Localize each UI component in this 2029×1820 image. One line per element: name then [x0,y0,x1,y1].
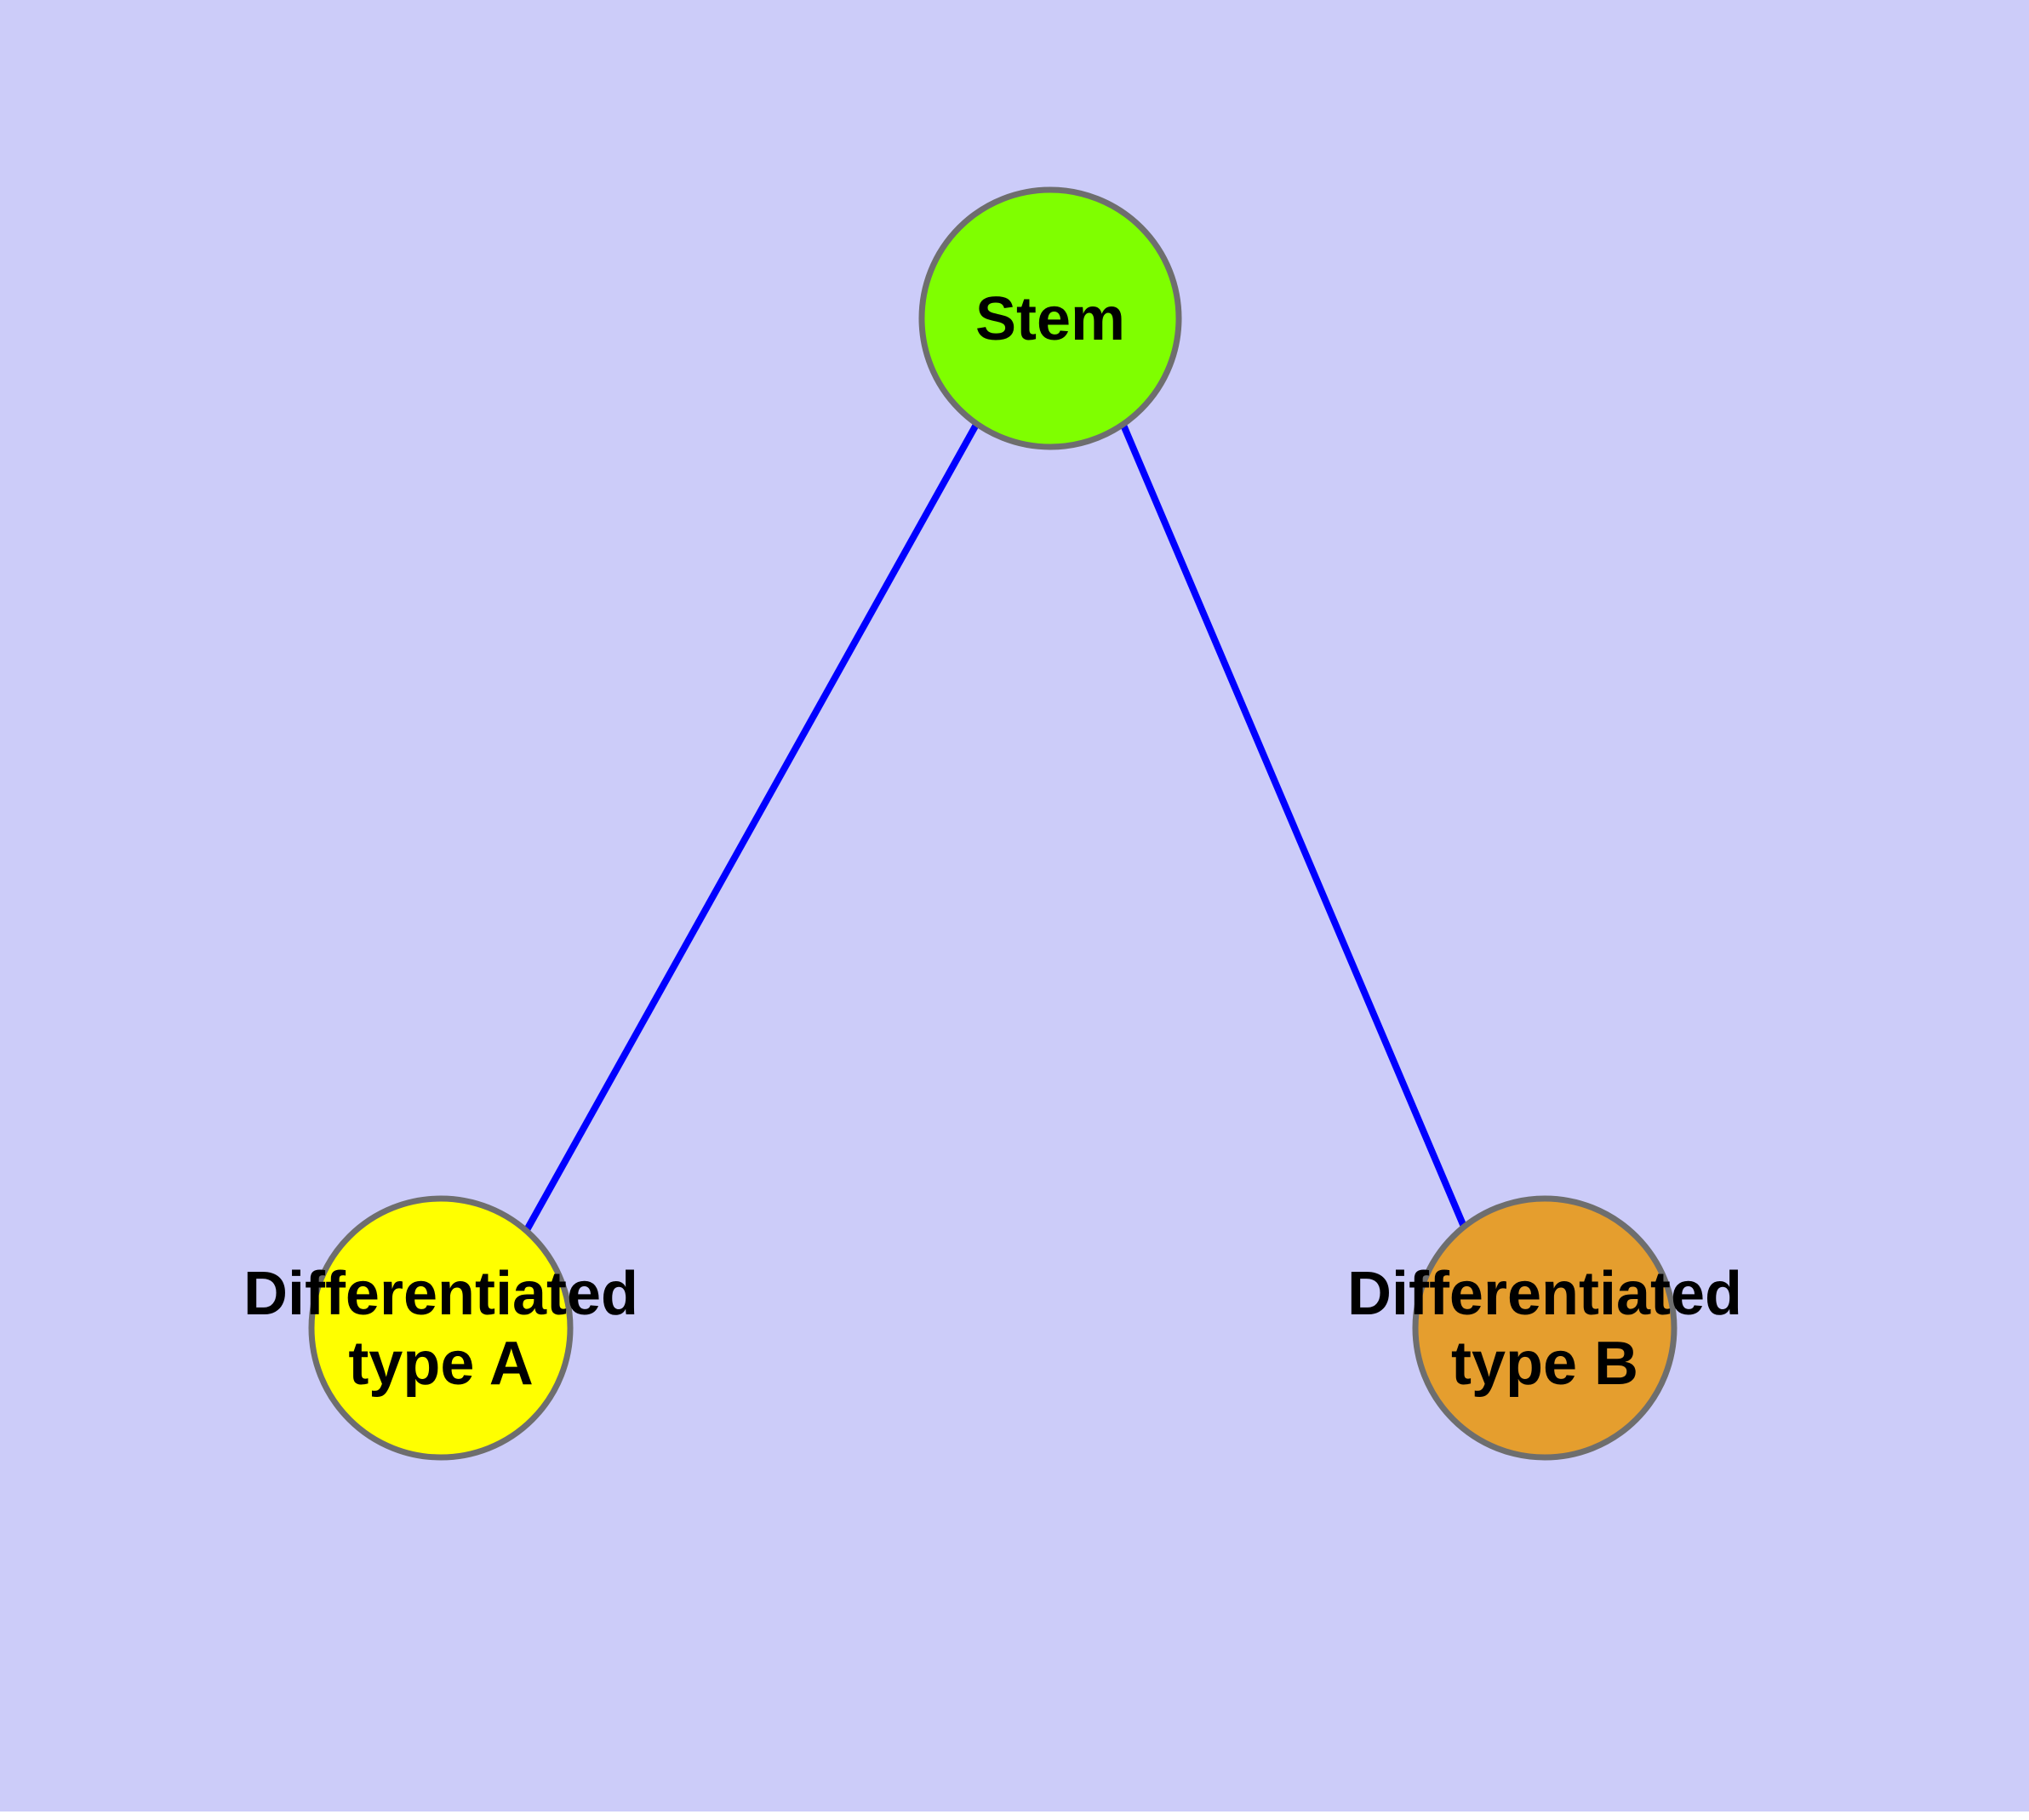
node-label-line: Differentiated [1347,1260,1742,1328]
node-label-line: type A [348,1330,533,1398]
node-circle-differentiated-type-b[interactable] [1412,1195,1677,1461]
node-label-line: type B [1451,1330,1638,1398]
node-layer [308,186,1677,1461]
edge-layer [520,421,1470,1238]
node-circle-differentiated-type-a[interactable] [308,1195,574,1461]
node-label-stem: Stem [975,285,1125,353]
bottom-white-margin [0,1811,2029,1820]
edge-stem-to-differentiated-type-a[interactable] [520,421,980,1238]
node-label-line: Differentiated [243,1260,638,1328]
node-label-line: Stem [975,285,1125,353]
edge-stem-to-differentiated-type-b[interactable] [1119,421,1470,1234]
node-circle-stem[interactable] [918,186,1182,450]
